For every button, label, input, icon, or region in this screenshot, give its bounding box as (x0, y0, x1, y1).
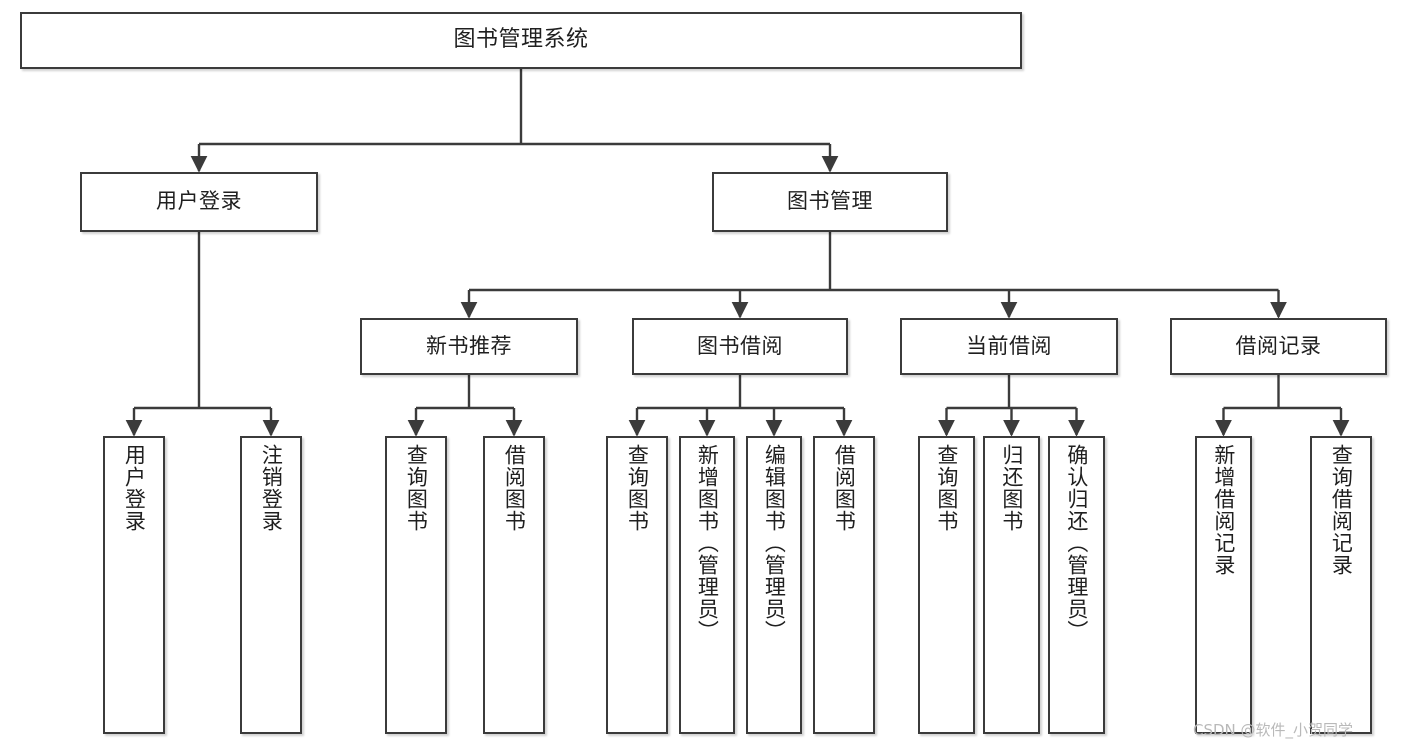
node-leaf-edit-book[interactable]: 编辑图书（管理员） (746, 436, 802, 734)
node-label: 借阅图书 (502, 444, 527, 532)
node-leaf-add-book[interactable]: 新增图书（管理员） (679, 436, 735, 734)
node-label: 用户登录 (122, 444, 147, 532)
node-leaf-query-book[interactable]: 查询图书 (606, 436, 668, 734)
node-label: 确认归还（管理员） (1064, 444, 1089, 642)
node-new-book-rec[interactable]: 新书推荐 (360, 318, 578, 375)
node-user-login[interactable]: 用户登录 (80, 172, 318, 232)
node-current-borrow[interactable]: 当前借阅 (900, 318, 1118, 375)
node-leaf-user-login[interactable]: 用户登录 (103, 436, 165, 734)
node-leaf-query-book-cur[interactable]: 查询图书 (918, 436, 975, 734)
node-label: 查询图书 (404, 444, 429, 532)
node-leaf-borrow-book[interactable]: 借阅图书 (813, 436, 875, 734)
node-label: 查询图书 (934, 444, 959, 532)
node-leaf-query-record[interactable]: 查询借阅记录 (1310, 436, 1372, 734)
node-leaf-query-book-rec[interactable]: 查询图书 (385, 436, 447, 734)
node-label: 编辑图书（管理员） (762, 444, 787, 642)
node-label: 图书管理 (787, 189, 873, 214)
node-root[interactable]: 图书管理系统 (20, 12, 1022, 69)
node-label: 图书管理系统 (453, 27, 589, 53)
node-book-borrow[interactable]: 图书借阅 (632, 318, 848, 375)
node-label: 当前借阅 (966, 333, 1052, 358)
node-label: 新书推荐 (426, 333, 512, 358)
node-leaf-confirm-return[interactable]: 确认归还（管理员） (1048, 436, 1105, 734)
node-label: 查询图书 (625, 444, 650, 532)
node-leaf-user-logout[interactable]: 注销登录 (240, 436, 302, 734)
node-label: 借阅图书 (832, 444, 857, 532)
node-label: 新增图书（管理员） (695, 444, 720, 642)
node-book-mgmt[interactable]: 图书管理 (712, 172, 948, 232)
node-label: 新增借阅记录 (1211, 444, 1236, 576)
node-label: 图书借阅 (697, 333, 783, 358)
node-label: 注销登录 (259, 444, 284, 532)
node-leaf-borrow-book-rec[interactable]: 借阅图书 (483, 436, 545, 734)
node-label: 归还图书 (999, 444, 1024, 532)
node-label: 查询借阅记录 (1329, 444, 1354, 576)
node-label: 借阅记录 (1235, 333, 1322, 358)
csdn-watermark: CSDN @软件_小贺同学 (1193, 721, 1354, 739)
node-label: 用户登录 (156, 189, 242, 214)
node-leaf-add-record[interactable]: 新增借阅记录 (1195, 436, 1252, 734)
node-leaf-return-book[interactable]: 归还图书 (983, 436, 1040, 734)
node-borrow-record[interactable]: 借阅记录 (1170, 318, 1387, 375)
